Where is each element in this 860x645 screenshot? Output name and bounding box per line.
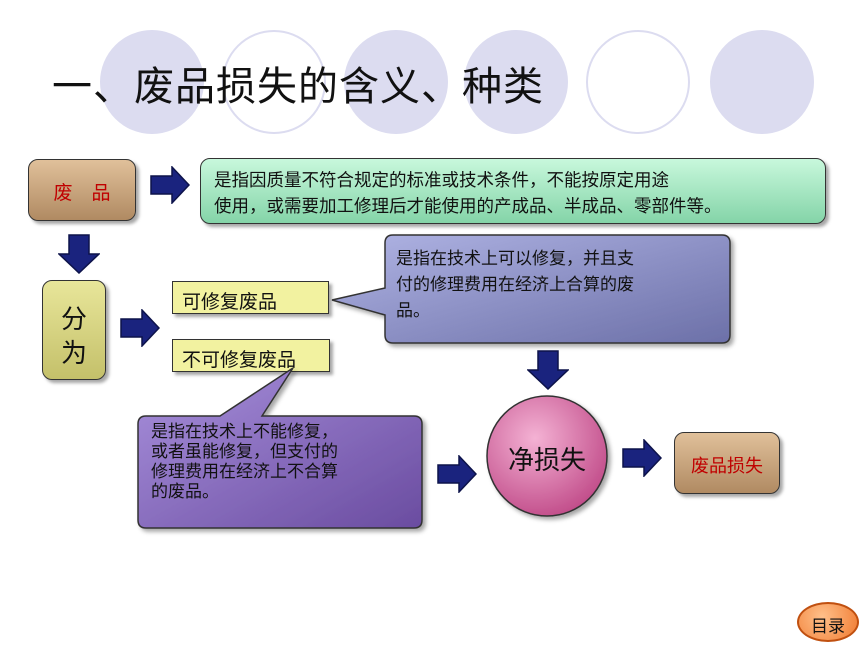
arrow-right-2-icon	[120, 309, 160, 347]
fenwei-box: 分 为	[42, 280, 106, 380]
menu-button-label: 目录	[811, 617, 845, 637]
scrap-loss-label: 废品损失	[691, 456, 763, 477]
feipin-box: 废 品	[28, 159, 136, 221]
definition-box: 是指因质量不符合规定的标准或技术条件，不能按原定用途 使用，或需要加工修理后才能…	[200, 158, 826, 224]
page-title: 一、废品损失的含义、种类	[52, 64, 544, 110]
decor-circle-6	[710, 30, 814, 134]
irreparable-label: 不可修复废品	[182, 349, 297, 371]
arrow-right-4-icon	[622, 439, 662, 477]
net-loss-ball	[486, 395, 608, 517]
irreparable-note-line2: 或者虽能修复，但支付的	[151, 442, 338, 462]
decor-circle-5	[586, 30, 690, 134]
repairable-note-callout	[331, 234, 731, 344]
net-loss-label: 净损失	[507, 446, 586, 476]
repairable-box: 可修复废品	[172, 281, 329, 314]
fenwei-line2: 为	[60, 339, 87, 369]
repairable-note-line1: 是指在技术上可以修复，并且支	[396, 249, 634, 269]
decor-circle-3	[344, 30, 448, 134]
decor-circle-1	[100, 30, 204, 134]
arrow-down-1-icon	[58, 234, 100, 274]
menu-button[interactable]: 目录	[797, 602, 859, 642]
repairable-label: 可修复废品	[182, 291, 278, 313]
irreparable-note-callout	[137, 367, 423, 529]
arrow-right-3-icon	[437, 455, 477, 493]
arrow-down-2-icon	[527, 350, 569, 390]
irreparable-note-line3: 修理费用在经济上不合算	[151, 462, 338, 482]
fenwei-line1: 分	[60, 305, 87, 335]
scrap-loss-box: 废品损失	[674, 432, 780, 494]
feipin-label: 废 品	[53, 182, 111, 204]
irreparable-note-line1: 是指在技术上不能修复，	[151, 422, 338, 442]
definition-line2: 使用，或需要加工修理后才能使用的产成品、半成品、零部件等。	[214, 197, 722, 217]
irreparable-note-line4: 的废品。	[151, 482, 219, 502]
repairable-note-line3: 品。	[396, 301, 430, 321]
irreparable-box: 不可修复废品	[172, 339, 330, 372]
decor-circle-2	[222, 30, 326, 134]
arrow-right-1-icon	[150, 166, 190, 204]
repairable-note-line2: 付的修理费用在经济上合算的废	[396, 275, 634, 295]
definition-line1: 是指因质量不符合规定的标准或技术条件，不能按原定用途	[214, 171, 669, 191]
decor-circle-4	[464, 30, 568, 134]
